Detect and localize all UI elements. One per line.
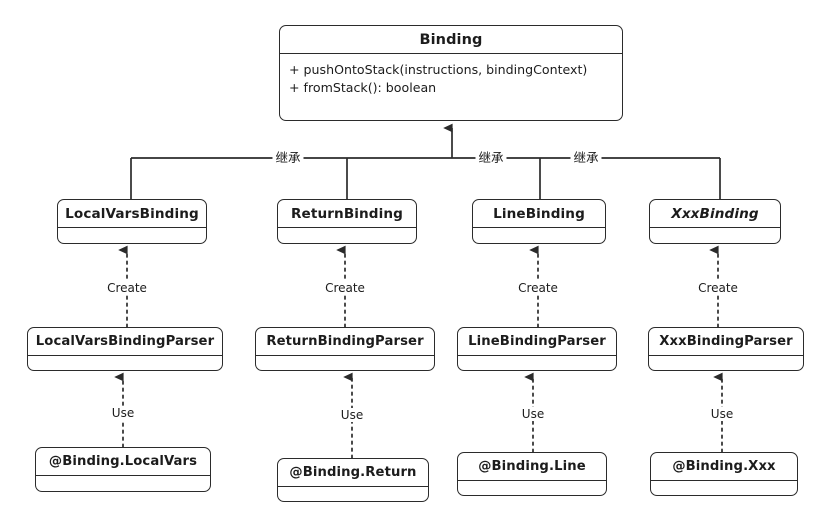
- edge-label-use-4: Use: [707, 407, 737, 421]
- generalization-edges: [130, 123, 721, 199]
- class-name-returnbinding: ReturnBinding: [278, 200, 416, 228]
- class-box-binding-line-annotation[interactable]: @Binding.Line: [457, 452, 607, 496]
- class-members-localvarsbinding: [58, 228, 206, 243]
- class-name-xxxbinding: XxxBinding: [650, 200, 780, 228]
- class-box-linebinding[interactable]: LineBinding: [472, 199, 606, 244]
- use-edges: [114, 372, 723, 459]
- class-box-xxxbindingparser[interactable]: XxxBindingParser: [648, 327, 804, 371]
- class-members-binding-return-annotation: [278, 487, 428, 501]
- create-edges: [118, 245, 719, 328]
- edge-label-create-3: Create: [515, 281, 561, 295]
- edge-label-use-2: Use: [337, 408, 367, 422]
- edge-label-inheritance-1: 继承: [272, 151, 304, 165]
- class-members-linebinding: [473, 228, 605, 243]
- class-members-returnbinding: [278, 228, 416, 243]
- edge-label-create-1: Create: [104, 281, 150, 295]
- class-name-returnbindingparser: ReturnBindingParser: [256, 328, 434, 356]
- class-members-xxxbinding: [650, 228, 780, 243]
- edge-label-create-4: Create: [695, 281, 741, 295]
- class-name-binding-return-annotation: @Binding.Return: [278, 459, 428, 487]
- class-box-returnbinding[interactable]: ReturnBinding: [277, 199, 417, 244]
- class-box-returnbindingparser[interactable]: ReturnBindingParser: [255, 327, 435, 371]
- class-name-binding-xxx-annotation: @Binding.Xxx: [651, 453, 797, 481]
- class-name-binding-line-annotation: @Binding.Line: [458, 453, 606, 481]
- class-members-linebindingparser: [458, 356, 616, 370]
- class-members-returnbindingparser: [256, 356, 434, 370]
- class-name-linebinding: LineBinding: [473, 200, 605, 228]
- class-box-localvarsbinding[interactable]: LocalVarsBinding: [57, 199, 207, 244]
- edge-label-use-1: Use: [108, 406, 138, 420]
- class-box-localvarsbindingparser[interactable]: LocalVarsBindingParser: [27, 327, 223, 371]
- class-name-xxxbindingparser: XxxBindingParser: [649, 328, 803, 356]
- class-box-binding-return-annotation[interactable]: @Binding.Return: [277, 458, 429, 502]
- class-name-linebindingparser: LineBindingParser: [458, 328, 616, 356]
- class-members-xxxbindingparser: [649, 356, 803, 370]
- class-name-binding-localvars-annotation: @Binding.LocalVars: [36, 448, 210, 476]
- class-members-binding-xxx-annotation: [651, 481, 797, 495]
- class-box-linebindingparser[interactable]: LineBindingParser: [457, 327, 617, 371]
- class-members-binding-line-annotation: [458, 481, 606, 495]
- class-members-localvarsbindingparser: [28, 356, 222, 370]
- class-name-localvarsbinding: LocalVarsBinding: [58, 200, 206, 228]
- edge-label-create-2: Create: [322, 281, 368, 295]
- class-name-binding: Binding: [280, 26, 622, 54]
- class-methods-binding: + pushOntoStack(instructions, bindingCon…: [289, 62, 588, 95]
- class-members-binding-localvars-annotation: [36, 476, 210, 491]
- edge-label-use-3: Use: [518, 407, 548, 421]
- edge-label-inheritance-2: 继承: [475, 151, 507, 165]
- class-box-xxxbinding[interactable]: XxxBinding: [649, 199, 781, 244]
- class-name-localvarsbindingparser: LocalVarsBindingParser: [28, 328, 222, 356]
- class-box-binding[interactable]: Binding + pushOntoStack(instructions, bi…: [279, 25, 623, 121]
- class-box-binding-localvars-annotation[interactable]: @Binding.LocalVars: [35, 447, 211, 492]
- class-box-binding-xxx-annotation[interactable]: @Binding.Xxx: [650, 452, 798, 496]
- edge-label-inheritance-3: 继承: [570, 151, 602, 165]
